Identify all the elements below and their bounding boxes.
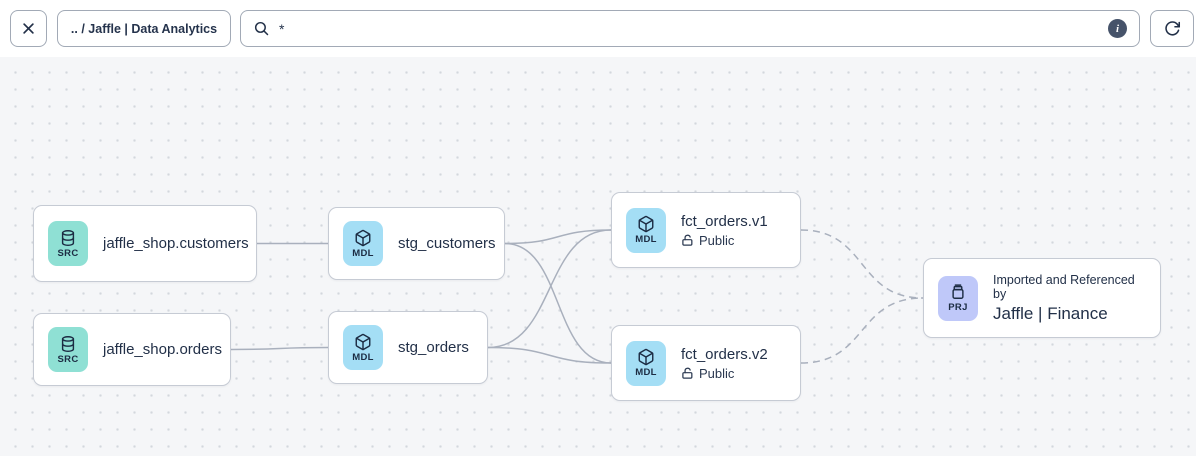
search-icon [253, 20, 270, 37]
node-access: Public [681, 366, 768, 381]
badge-label: SRC [57, 353, 79, 365]
close-icon [21, 21, 36, 36]
cube-icon [637, 215, 655, 233]
node-type-badge: SRC [48, 327, 88, 372]
lineage-node-src_orders[interactable]: SRC jaffle_shop.orders [33, 313, 231, 386]
node-title: stg_customers [398, 235, 496, 252]
node-type-badge: MDL [343, 221, 383, 266]
lock-open-icon [681, 234, 694, 247]
node-access-label: Public [699, 365, 735, 381]
node-title: jaffle_shop.orders [103, 341, 222, 358]
lineage-node-stg_orders[interactable]: MDL stg_orders [328, 311, 488, 384]
node-title: jaffle_shop.customers [103, 235, 249, 252]
node-title: fct_orders.v1 [681, 212, 768, 230]
node-access-label: Public [699, 232, 735, 248]
breadcrumb[interactable]: .. / Jaffle | Data Analytics [57, 10, 231, 47]
node-access: Public [681, 233, 768, 248]
cube-icon [637, 348, 655, 366]
search-input[interactable] [279, 20, 1099, 37]
lineage-node-stg_customers[interactable]: MDL stg_customers [328, 207, 505, 280]
search-box[interactable]: i [240, 10, 1140, 47]
database-icon [59, 229, 77, 247]
node-note: Imported and Referenced by [993, 272, 1135, 301]
lock-open-icon [681, 367, 694, 380]
lineage-node-src_customers[interactable]: SRC jaffle_shop.customers [33, 205, 257, 282]
node-title: fct_orders.v2 [681, 345, 768, 363]
badge-label: SRC [57, 247, 79, 259]
badge-label: PRJ [948, 302, 968, 313]
node-title: Jaffle | Finance [993, 303, 1108, 323]
badge-label: MDL [352, 247, 374, 259]
node-type-badge: PRJ [938, 275, 978, 321]
badge-label: MDL [635, 367, 657, 378]
archive-icon [949, 283, 967, 301]
breadcrumb-label: .. / Jaffle | Data Analytics [70, 21, 218, 36]
badge-label: MDL [352, 351, 374, 363]
node-type-badge: MDL [626, 207, 666, 253]
node-type-badge: MDL [626, 340, 666, 386]
cube-icon [354, 229, 372, 247]
database-icon [59, 335, 77, 353]
node-type-badge: MDL [343, 325, 383, 370]
refresh-button[interactable] [1150, 10, 1194, 47]
refresh-icon [1164, 20, 1181, 37]
info-icon[interactable]: i [1108, 19, 1127, 38]
close-button[interactable] [10, 10, 47, 47]
node-title: stg_orders [398, 339, 469, 356]
badge-label: MDL [635, 234, 657, 245]
node-type-badge: SRC [48, 221, 88, 266]
cube-icon [354, 333, 372, 351]
